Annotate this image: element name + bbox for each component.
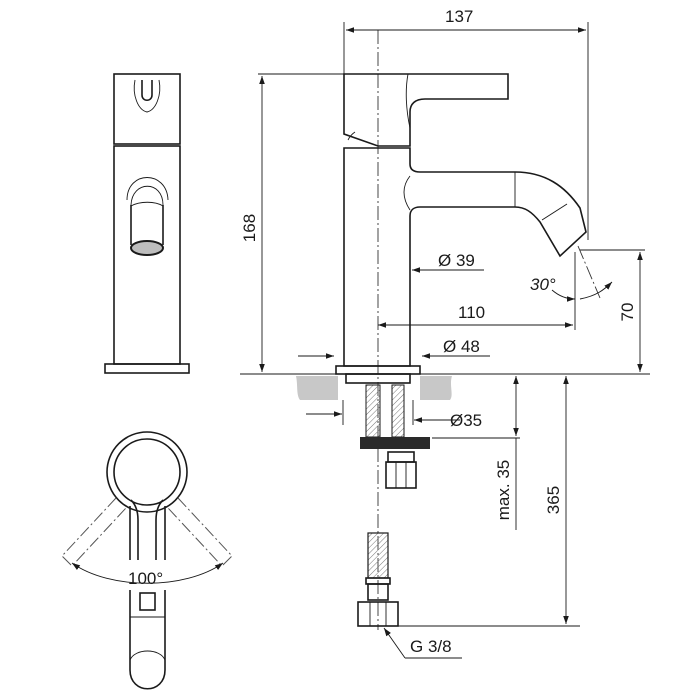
fixing-nut xyxy=(385,461,417,489)
side-spout-joint xyxy=(403,175,411,211)
dim-39-label: Ø 39 xyxy=(438,251,475,270)
lever-neck-left xyxy=(130,499,139,560)
dim-137-label: 137 xyxy=(445,7,473,26)
dim-100-label: 100° xyxy=(128,569,163,588)
dim-48-label: Ø 48 xyxy=(443,337,480,356)
front-spout-arch-inner xyxy=(130,185,164,206)
supply-hose-upper xyxy=(365,384,381,438)
front-handle xyxy=(113,73,181,145)
dim-max35-label: max. 35 xyxy=(494,460,513,520)
nut-top xyxy=(387,451,415,463)
front-handle-recess xyxy=(133,79,161,113)
dim-110-label: 110 xyxy=(458,303,485,322)
lever-neck-right xyxy=(155,499,164,560)
front-view xyxy=(104,73,190,374)
dim-70-label: 70 xyxy=(618,303,637,322)
supply-hose-lower xyxy=(367,532,389,579)
countertop-right xyxy=(420,376,452,400)
hose-sleeve xyxy=(367,583,389,601)
lever-ghost-left xyxy=(61,497,127,567)
threaded-rod xyxy=(391,384,405,438)
fixing-washer xyxy=(360,437,430,449)
dim-35-label: Ø35 xyxy=(450,411,482,430)
dim-365-label: 365 xyxy=(544,486,563,514)
countertop-left xyxy=(296,376,338,400)
front-handle-slot xyxy=(141,80,153,102)
lever-tip-curve xyxy=(129,650,166,661)
front-spout-arch-outer xyxy=(126,177,169,201)
side-body-and-spout xyxy=(343,147,587,367)
dim-30-arc-right xyxy=(579,281,613,300)
g38-leader xyxy=(383,627,406,659)
top-view: 100° xyxy=(61,431,233,690)
lever-slot xyxy=(139,592,156,611)
front-spout-band xyxy=(130,201,164,207)
side-view xyxy=(240,30,650,630)
lever-handle xyxy=(129,590,166,690)
spout-axis xyxy=(577,245,601,299)
connection-nut xyxy=(357,601,399,627)
front-base xyxy=(104,363,190,374)
dim-30-arc-left xyxy=(551,289,576,302)
top-body-outer xyxy=(106,431,188,513)
side-handle xyxy=(343,73,509,147)
front-aerator xyxy=(130,240,164,256)
g38-label: G 3/8 xyxy=(410,637,452,656)
dim-30-label: 30° xyxy=(530,275,556,294)
side-spout-seam-2 xyxy=(541,203,568,221)
top-body-inner xyxy=(113,438,181,506)
side-handle-edge xyxy=(405,73,411,129)
dimensions: 137 168 70 30° 110 Ø 39 Ø 48 Ø35 xyxy=(240,7,645,659)
side-handle-chamfer xyxy=(347,131,356,141)
lever-ghost-right xyxy=(167,497,233,567)
dim-168-label: 168 xyxy=(240,214,259,242)
dim-100-arc xyxy=(71,562,224,584)
